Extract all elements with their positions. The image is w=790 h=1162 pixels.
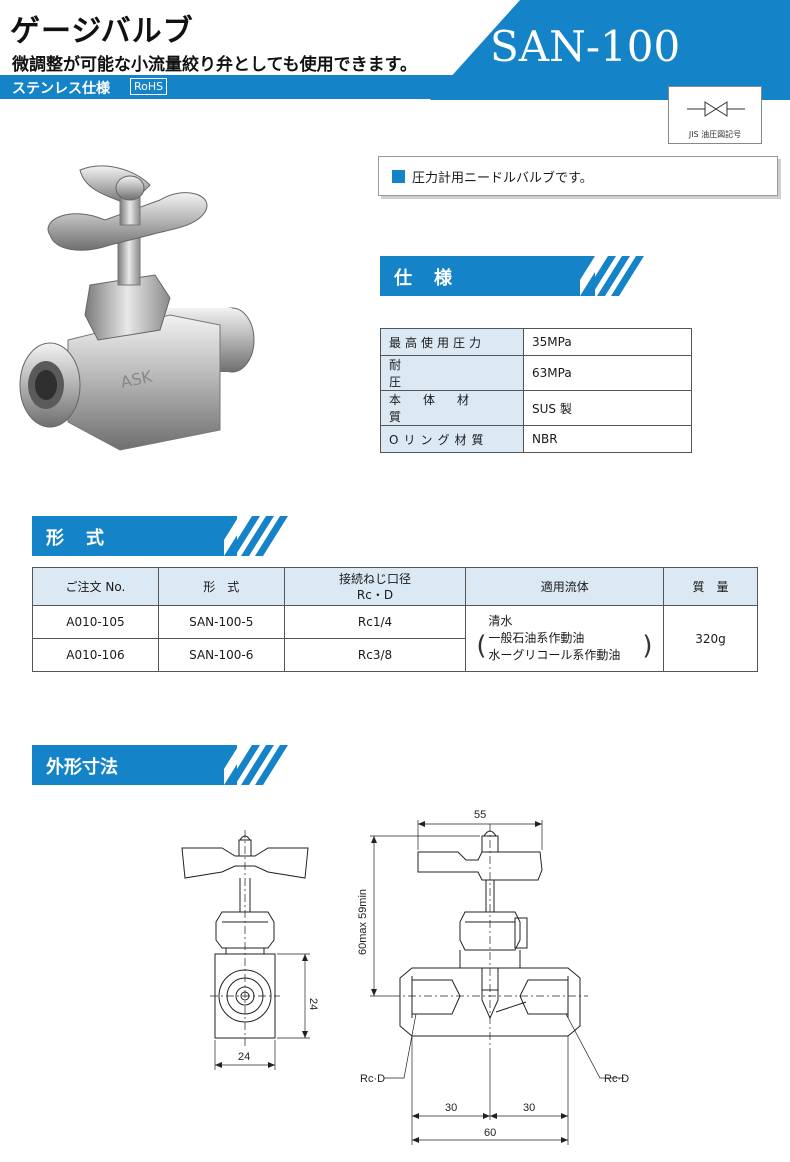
col-fluid: 適用流体: [465, 567, 665, 606]
model-heading: 形 式: [46, 528, 106, 549]
dimension-drawing: 24 24: [181, 809, 629, 1145]
front-view: [181, 830, 310, 1070]
spec-key-text: 本体材質: [389, 393, 492, 424]
spec-key: 最高使用圧力: [389, 334, 515, 351]
port-label-left: Rc·D: [360, 1073, 385, 1085]
side-view: [370, 820, 624, 1145]
spec-key: Oリング材質: [389, 431, 515, 448]
spec-key: 本体材質: [389, 391, 515, 425]
spec-value: SUS 製: [523, 390, 692, 426]
spec-section-header: 仕 様: [380, 256, 650, 296]
paren-right-icon: ): [642, 631, 653, 661]
dimensions-heading: 外形寸法: [46, 757, 118, 778]
dim-half-left: 30: [445, 1102, 457, 1114]
cell-order-no: A010-106: [32, 638, 159, 672]
dim-front-width: 24: [238, 1051, 250, 1063]
spec-key-text: 耐圧: [389, 358, 494, 389]
fluid-line: 一般石油系作動油: [488, 631, 585, 645]
table-row: Oリング材質 NBR: [380, 425, 692, 453]
cell-type: SAN-100-6: [157, 638, 285, 672]
spec-value: 63MPa: [523, 355, 692, 391]
col-type: 形 式: [157, 567, 285, 606]
table-row: 耐圧 63MPa: [380, 355, 692, 391]
cell-type: SAN-100-5: [157, 605, 285, 639]
fluid-line: 清水: [488, 614, 513, 628]
dim-front-height: 24: [307, 998, 319, 1010]
cell-thread: Rc3/8: [283, 638, 467, 672]
table-row: A010-105 SAN-100-5 Rc1/4 清水 ( ) 一般石油系作動油…: [32, 605, 758, 672]
product-photo: ASK: [19, 165, 255, 451]
stripes-decoration: [580, 256, 644, 296]
model-number: SAN-100: [490, 22, 681, 71]
cell-fluid: 清水 ( ) 一般石油系作動油 水ーグリコール系作動油: [465, 605, 665, 672]
col-thread: 接続ねじ口径 Rc・D: [283, 567, 467, 606]
col-thread-line2: Rc・D: [356, 587, 394, 602]
stripes-decoration: [224, 745, 288, 785]
spec-key-text: Oリング材質: [389, 432, 489, 447]
table-row: A010-106 SAN-100-6 Rc3/8: [32, 638, 758, 672]
model-section-header: 形 式: [32, 516, 294, 556]
table-row: 最高使用圧力 35MPa: [380, 328, 692, 356]
product-title: ゲージバルブ: [10, 14, 194, 49]
spec-key-text: 最高使用圧力: [389, 335, 486, 350]
product-subtitle: 微調整が可能な小流量絞り弁としても使用できます。: [12, 55, 417, 75]
col-thread-line1: 接続ねじ口径: [339, 571, 412, 586]
spec-value: 35MPa: [523, 328, 692, 356]
col-mass: 質 量: [663, 567, 758, 606]
spec-value: NBR: [523, 425, 692, 453]
table-header-row: ご注文 No. 形 式 接続ねじ口径 Rc・D 適用流体 質 量: [32, 567, 758, 606]
dimensions-section-header: 外形寸法: [32, 745, 294, 785]
fluid-line: 水ーグリコール系作動油: [488, 648, 621, 662]
spec-key: 耐圧: [389, 356, 515, 390]
spec-table: 最高使用圧力 35MPa 耐圧 63MPa 本体材質 SUS 製 Oリング材質 …: [380, 328, 692, 453]
page-header: ゲージバルブ 微調整が可能な小流量絞り弁としても使用できます。 ステンレス仕様 …: [0, 0, 790, 100]
cell-mass: 320g: [663, 605, 758, 672]
rohs-badge: RoHS: [130, 78, 168, 95]
material-label: ステンレス仕様: [12, 81, 110, 97]
dim-total: 60: [484, 1127, 496, 1139]
cell-thread: Rc1/4: [283, 605, 467, 639]
port-label-right: Rc·D: [604, 1073, 629, 1085]
dim-half-right: 30: [523, 1102, 535, 1114]
dim-top-width: 55: [474, 809, 486, 821]
dim-height: 60max 59min: [357, 889, 369, 955]
feature-text: 圧力計用ニードルバルブです。: [412, 171, 593, 186]
needle-valve-symbol-icon: [687, 101, 745, 117]
cell-order-no: A010-105: [32, 605, 159, 639]
model-table: ご注文 No. 形 式 接続ねじ口径 Rc・D 適用流体 質 量 A010-10…: [32, 567, 758, 672]
stripes-decoration: [224, 516, 288, 556]
paren-left-icon: (: [476, 631, 487, 661]
col-order-no: ご注文 No.: [32, 567, 159, 606]
feature-box: 圧力計用ニードルバルブです。: [378, 156, 778, 196]
jis-symbol-box: JIS 油圧図記号: [668, 86, 762, 144]
jis-label: JIS 油圧図記号: [688, 130, 742, 139]
table-row: 本体材質 SUS 製: [380, 390, 692, 426]
material-bar: [0, 75, 470, 99]
spec-heading: 仕 様: [394, 268, 454, 289]
bullet-square-icon: [392, 170, 405, 183]
